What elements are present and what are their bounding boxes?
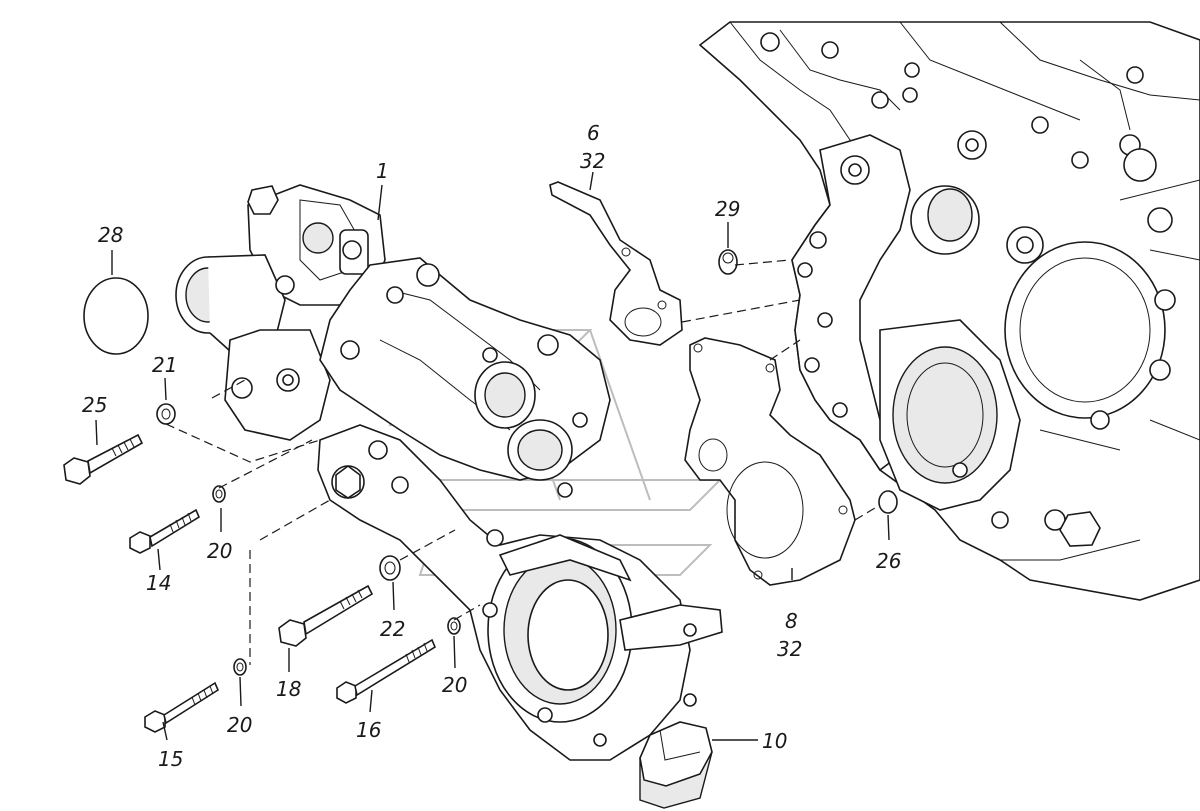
- callout-14: 14: [146, 571, 171, 595]
- callout-1: 1: [376, 159, 389, 183]
- lower-gasket: [684, 337, 856, 586]
- callout-29: 29: [715, 197, 740, 221]
- callout-18: 18: [276, 677, 301, 701]
- callout-20-upper: 20: [207, 539, 232, 563]
- callout-26: 26: [876, 549, 901, 573]
- callout-32-lower: 32: [777, 637, 802, 661]
- engine-block: [698, 21, 1200, 601]
- callout-32-upper: 32: [580, 149, 605, 173]
- callout-20-lower: 20: [227, 713, 252, 737]
- dowel-29: [718, 249, 738, 275]
- washer-20c: [233, 658, 247, 676]
- dashed-alignment-lines: [165, 259, 881, 665]
- callout-10: 10: [762, 729, 787, 753]
- front-cover-housing: [175, 184, 723, 761]
- washer-20b: [447, 617, 461, 635]
- callout-6: 6: [587, 121, 600, 145]
- callout-16: 16: [356, 718, 381, 742]
- bolt-16: [336, 638, 437, 704]
- callout-20-right: 20: [442, 673, 467, 697]
- bolt-18: [278, 584, 374, 647]
- washer-21: [156, 403, 176, 425]
- dowel-26: [878, 490, 898, 514]
- bolt-15: [144, 681, 220, 733]
- callout-25: 25: [82, 393, 107, 417]
- plug-28: [83, 277, 149, 355]
- callout-15: 15: [158, 747, 183, 771]
- callout-21: 21: [152, 353, 177, 377]
- callout-28: 28: [98, 223, 123, 247]
- nut-10: [639, 721, 713, 809]
- bolt-14: [129, 508, 201, 554]
- callout-8: 8: [785, 609, 798, 633]
- washer-22: [379, 555, 401, 581]
- callout-22: 22: [380, 617, 405, 641]
- callout-labels: 1 6 32 29 28 21 25 20 14 22 18 20 20 15 …: [82, 121, 901, 771]
- bolt-25: [63, 433, 144, 485]
- leader-lines: [95, 171, 890, 741]
- washer-20a: [212, 485, 226, 503]
- upper-gasket: [549, 181, 683, 346]
